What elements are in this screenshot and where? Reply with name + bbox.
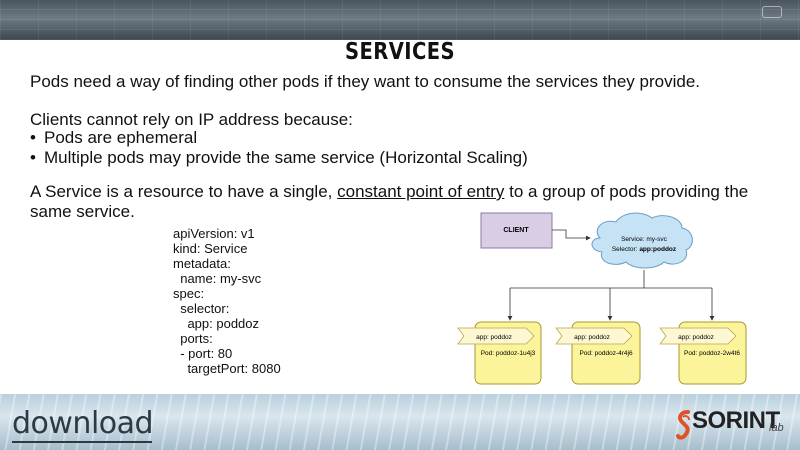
- definition-text: A Service is a resource to have a single…: [30, 182, 338, 201]
- banner-decoration: [762, 6, 782, 18]
- service-definition-paragraph: A Service is a resource to have a single…: [30, 182, 770, 222]
- pod-name: Pod: poddoz-4r4j6: [579, 350, 633, 357]
- pod-tag: [555, 327, 633, 345]
- header-banner: [0, 0, 800, 40]
- pod-name: Pod: poddoz-1u4j3: [481, 350, 536, 357]
- service-diagram: CLIENT Service: my-svc Selector: app:pod…: [457, 212, 747, 385]
- definition-text-end: to a group of pods providing the same se…: [30, 182, 749, 221]
- pod-name: Pod: poddoz-2w4t6: [684, 350, 740, 357]
- pod-tag: [659, 327, 737, 345]
- service-yaml: apiVersion: v1 kind: Service metadata: n…: [173, 226, 281, 376]
- sorint-lab-suffix: lab: [769, 422, 784, 434]
- pod-tag-label: app: poddoz: [678, 334, 714, 341]
- bullet-text: Pods are ephemeral: [44, 128, 198, 147]
- pod-tag-label: app: poddoz: [574, 334, 610, 341]
- list-item: • Multiple pods may provide the same serv…: [30, 148, 528, 168]
- client-box: [480, 212, 553, 249]
- download-logo: download: [12, 406, 154, 441]
- bullet-icon: •: [30, 128, 36, 147]
- client-to-service-arrow: [552, 229, 591, 241]
- client-label: CLIENT: [503, 227, 529, 234]
- bullet-icon: •: [30, 148, 36, 167]
- service-selector: Selector: app:poddoz: [612, 246, 677, 253]
- pod-tag: [457, 327, 535, 345]
- reasons-list: • Pods are ephemeral • Multiple pods may p…: [30, 128, 528, 168]
- service-cloud: [591, 212, 693, 269]
- clients-paragraph: Clients cannot rely on IP address becaus…: [30, 110, 353, 129]
- sorint-logo-icon: [676, 410, 690, 440]
- definition-underlined: constant point of entry: [337, 182, 505, 201]
- sorint-brand: SORINT: [692, 407, 780, 434]
- pod-tag-label: app: poddoz: [476, 334, 512, 341]
- intro-paragraph: Pods need a way of finding other pods if…: [30, 72, 700, 91]
- download-underline: [12, 441, 152, 443]
- bullet-text: Multiple pods may provide the same servi…: [44, 148, 528, 167]
- slide-title: SERVICES: [344, 39, 456, 65]
- service-name: Service: my-svc: [621, 236, 668, 243]
- footer-banner: [0, 394, 800, 450]
- list-item: • Pods are ephemeral: [30, 128, 528, 148]
